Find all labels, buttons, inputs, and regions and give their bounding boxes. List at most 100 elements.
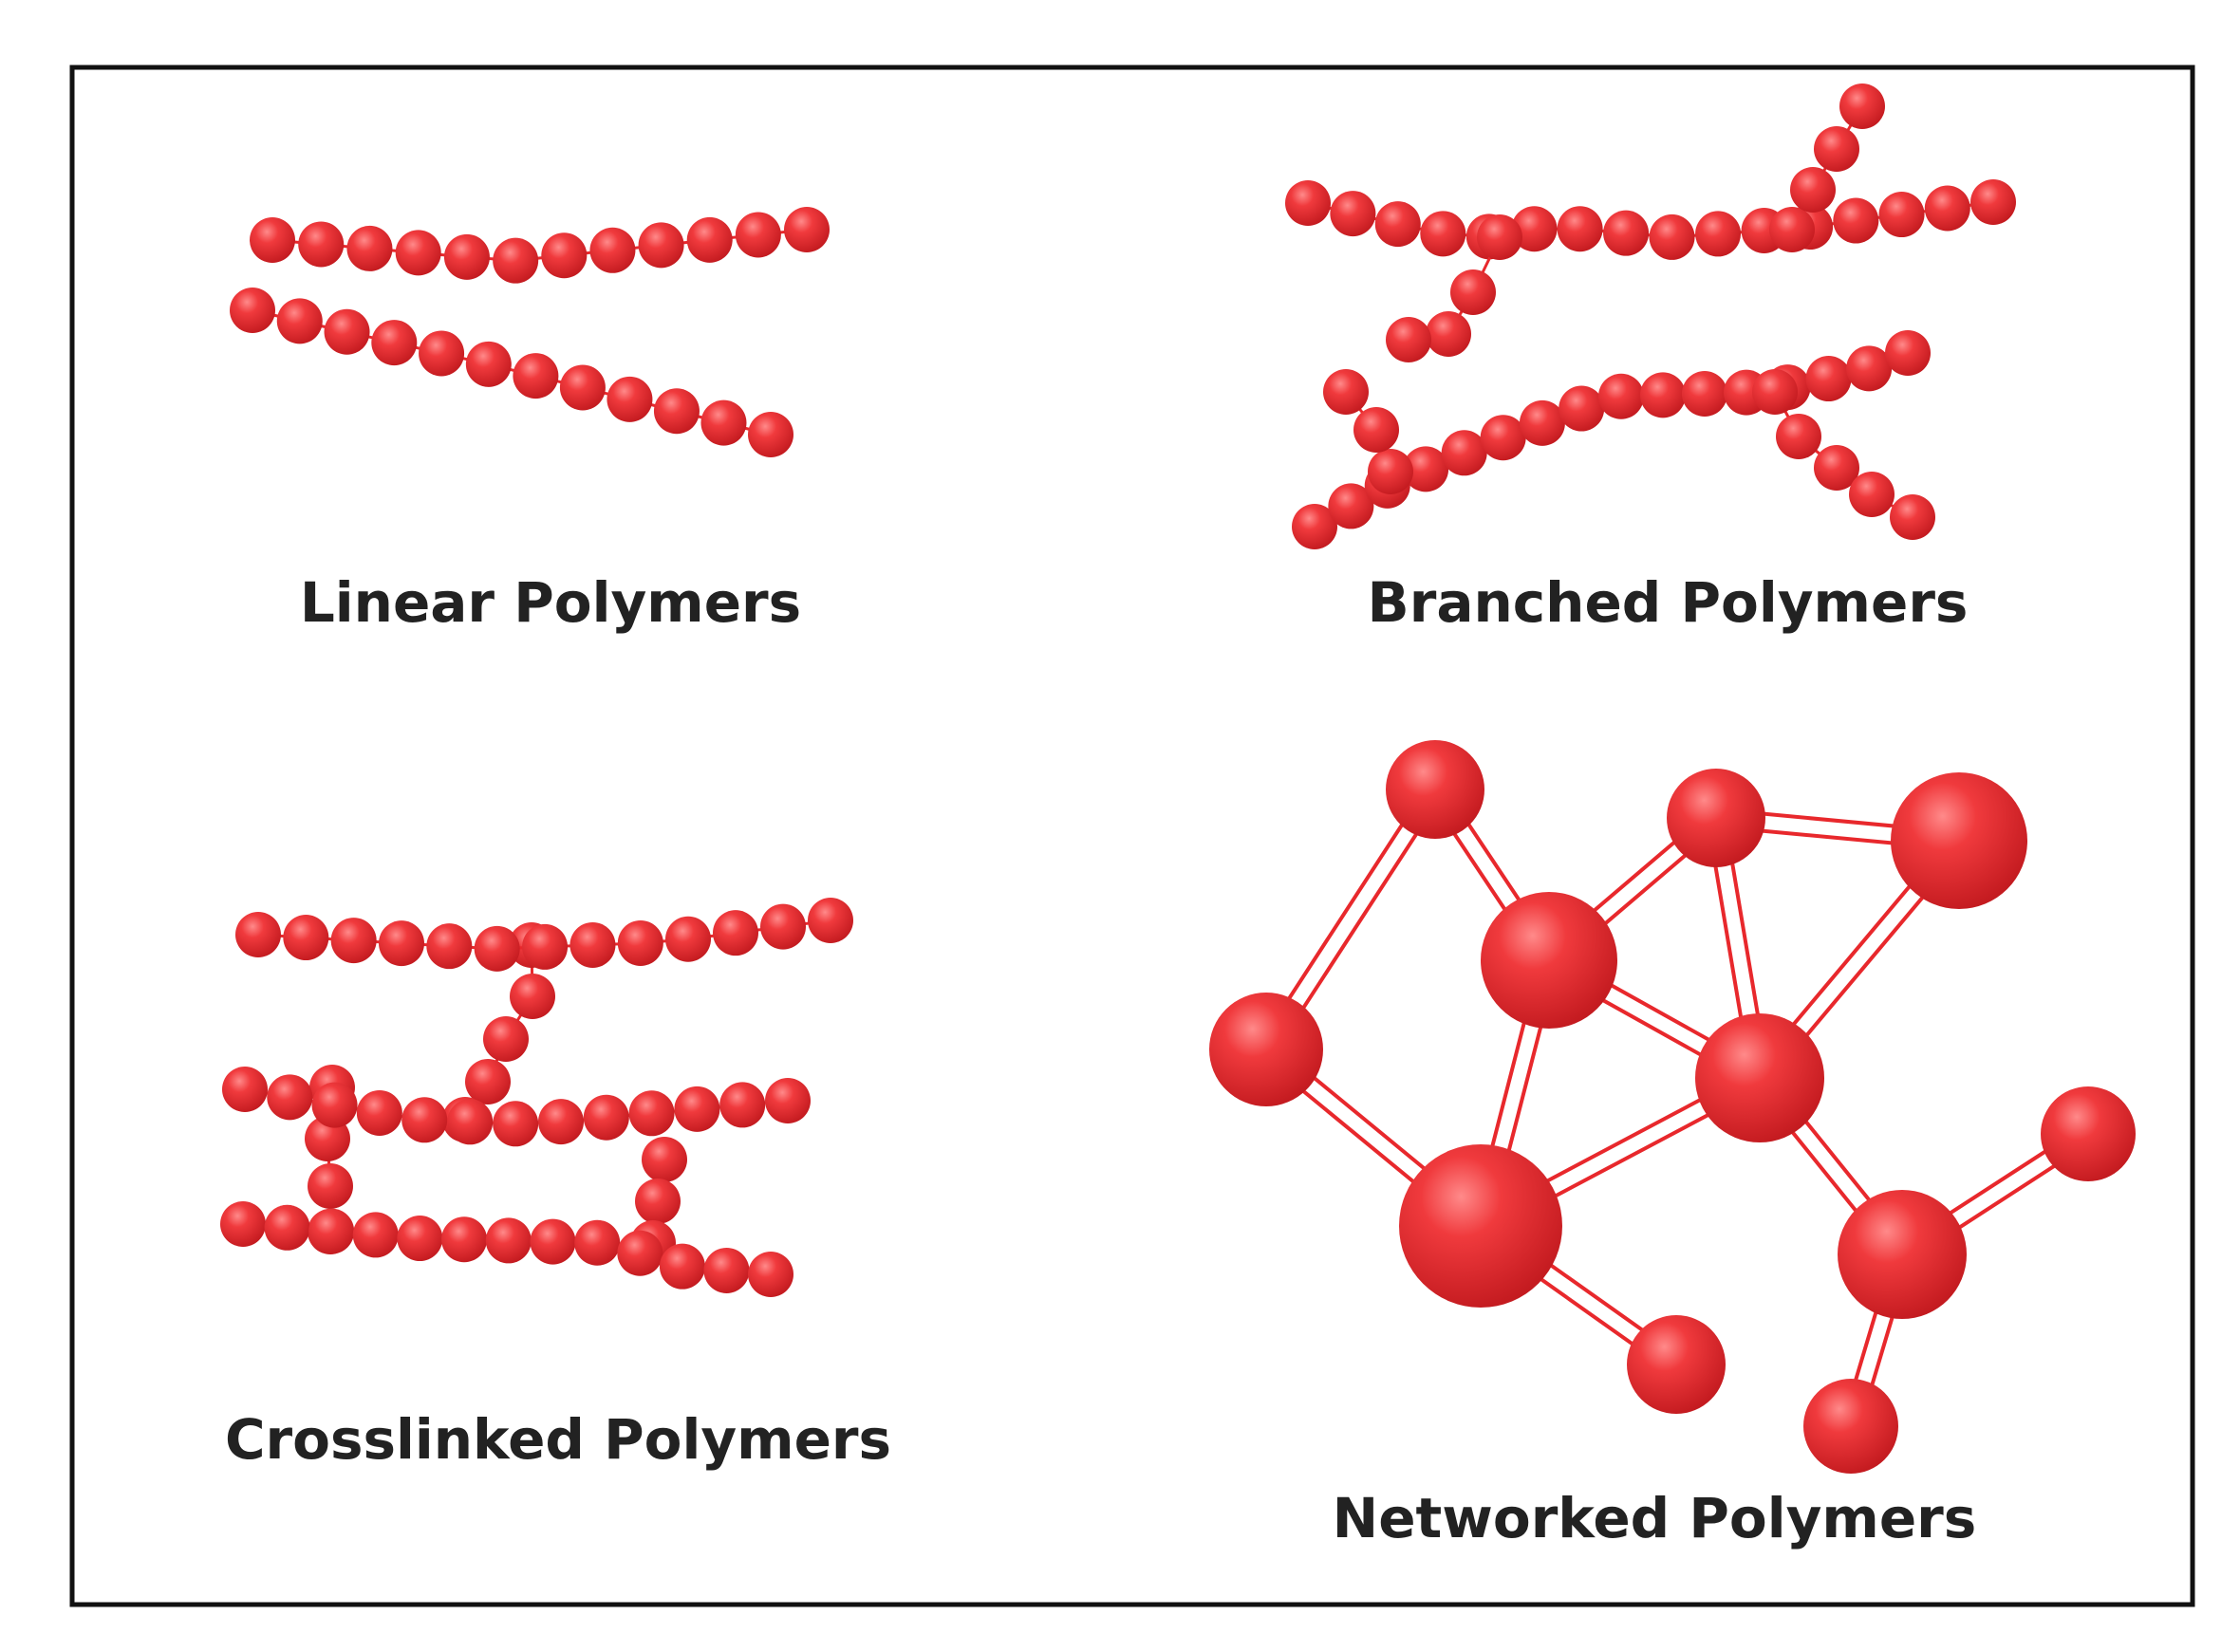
monomer-bead [1603,210,1650,256]
monomer-bead [324,308,370,355]
monomer-bead [443,233,490,280]
monomer-bead [1420,211,1466,257]
monomer-bead [311,1082,358,1128]
monomer-bead [1814,445,1859,491]
diagram-frame [69,65,2195,1607]
monomer-bead [1776,414,1821,459]
monomer-bead [267,1074,313,1121]
monomer-bead [1559,385,1605,432]
monomer-bead [1849,472,1895,517]
monomer-bead [541,232,588,279]
monomer-bead [1477,214,1522,260]
monomer-bead [617,919,663,966]
monomer-bead [713,910,759,956]
monomer-bead [574,1219,621,1266]
monomer-bead [659,1243,705,1290]
monomer-bead [735,212,781,258]
monomer-bead [686,216,733,263]
monomer-bead [1441,430,1487,476]
monomer-bead [250,217,295,263]
monomer-bead [397,1216,443,1262]
monomer-bead [493,1101,539,1147]
monomer-bead [1970,179,2016,225]
monomer-bead [522,923,569,970]
monomer-bead [276,298,323,344]
monomer-bead [513,353,559,399]
monomer-bead [538,1099,585,1145]
monomer-bead [530,1218,576,1265]
monomer-bead [1519,399,1565,446]
monomer-bead [700,399,747,446]
crosslinked-polymers-label: Crosslinked Polymers [225,1407,891,1472]
monomer-bead [298,221,345,268]
network-node-sphere [1891,772,2027,909]
monomer-bead [1890,494,1935,540]
monomer-bead [628,1090,675,1137]
monomer-bead [569,921,616,968]
monomer-bead [1790,167,1836,213]
monomer-bead [371,320,418,366]
monomer-bead [719,1082,766,1128]
monomer-bead [395,230,441,276]
monomer-bead [230,288,275,333]
network-node-sphere [1838,1190,1967,1319]
monomer-bead [1839,84,1885,129]
network-node-sphere [1695,1013,1824,1142]
monomer-bead [308,1208,355,1254]
monomer-bead [447,1099,494,1145]
network-node-sphere [1803,1379,1898,1474]
monomer-bead [1480,415,1526,461]
monomer-bead [607,376,653,422]
monomer-bead [465,1059,511,1104]
monomer-bead [1403,446,1449,492]
monomer-bead [642,1137,687,1182]
monomer-bead [510,974,555,1019]
monomer-bead [222,1067,268,1112]
monomer-bead [483,1016,529,1062]
monomer-bead [653,388,700,435]
monomer-bead [703,1247,750,1293]
monomer-bead [765,1078,811,1123]
monomer-bead [485,1217,532,1264]
networked-polymers-label: Networked Polymers [1333,1486,1977,1550]
linear-polymers-label: Linear Polymers [300,570,801,635]
monomer-bead [1649,213,1695,260]
network-node-sphere [2041,1086,2136,1181]
monomer-bead [330,918,377,964]
monomer-bead [559,364,606,411]
monomer-bead [583,1094,629,1141]
network-node-sphere [1667,769,1765,867]
monomer-bead [1681,371,1727,418]
monomer-bead [1924,185,1970,232]
network-node-sphere [1209,993,1323,1106]
monomer-bead [808,898,853,943]
monomer-bead [1368,449,1413,494]
monomer-bead [1885,330,1931,376]
monomer-bead [589,227,636,273]
monomer-bead [638,222,684,269]
monomer-bead [352,1212,399,1258]
monomer-bead [674,1086,720,1132]
monomer-bead [441,1216,488,1263]
monomer-bead [1814,126,1859,172]
monomer-bead [1833,197,1879,244]
monomer-bead [748,412,793,457]
monomer-bead [1450,269,1496,315]
monomer-bead [426,923,473,970]
branched-polymers-label: Branched Polymers [1368,570,1969,635]
monomer-bead [665,916,712,962]
monomer-bead [1353,407,1399,453]
monomer-bead [1878,192,1925,238]
monomer-bead [784,207,830,252]
monomer-bead [1426,311,1471,357]
monomer-bead [1597,373,1644,419]
monomer-bead [1846,345,1893,392]
monomer-bead [419,330,465,377]
monomer-bead [283,915,329,961]
monomer-bead [493,237,539,284]
branched-polymer-illustration [1285,84,2016,549]
monomer-bead [1639,372,1686,418]
monomer-bead [760,903,807,950]
monomer-bead [1805,356,1852,402]
